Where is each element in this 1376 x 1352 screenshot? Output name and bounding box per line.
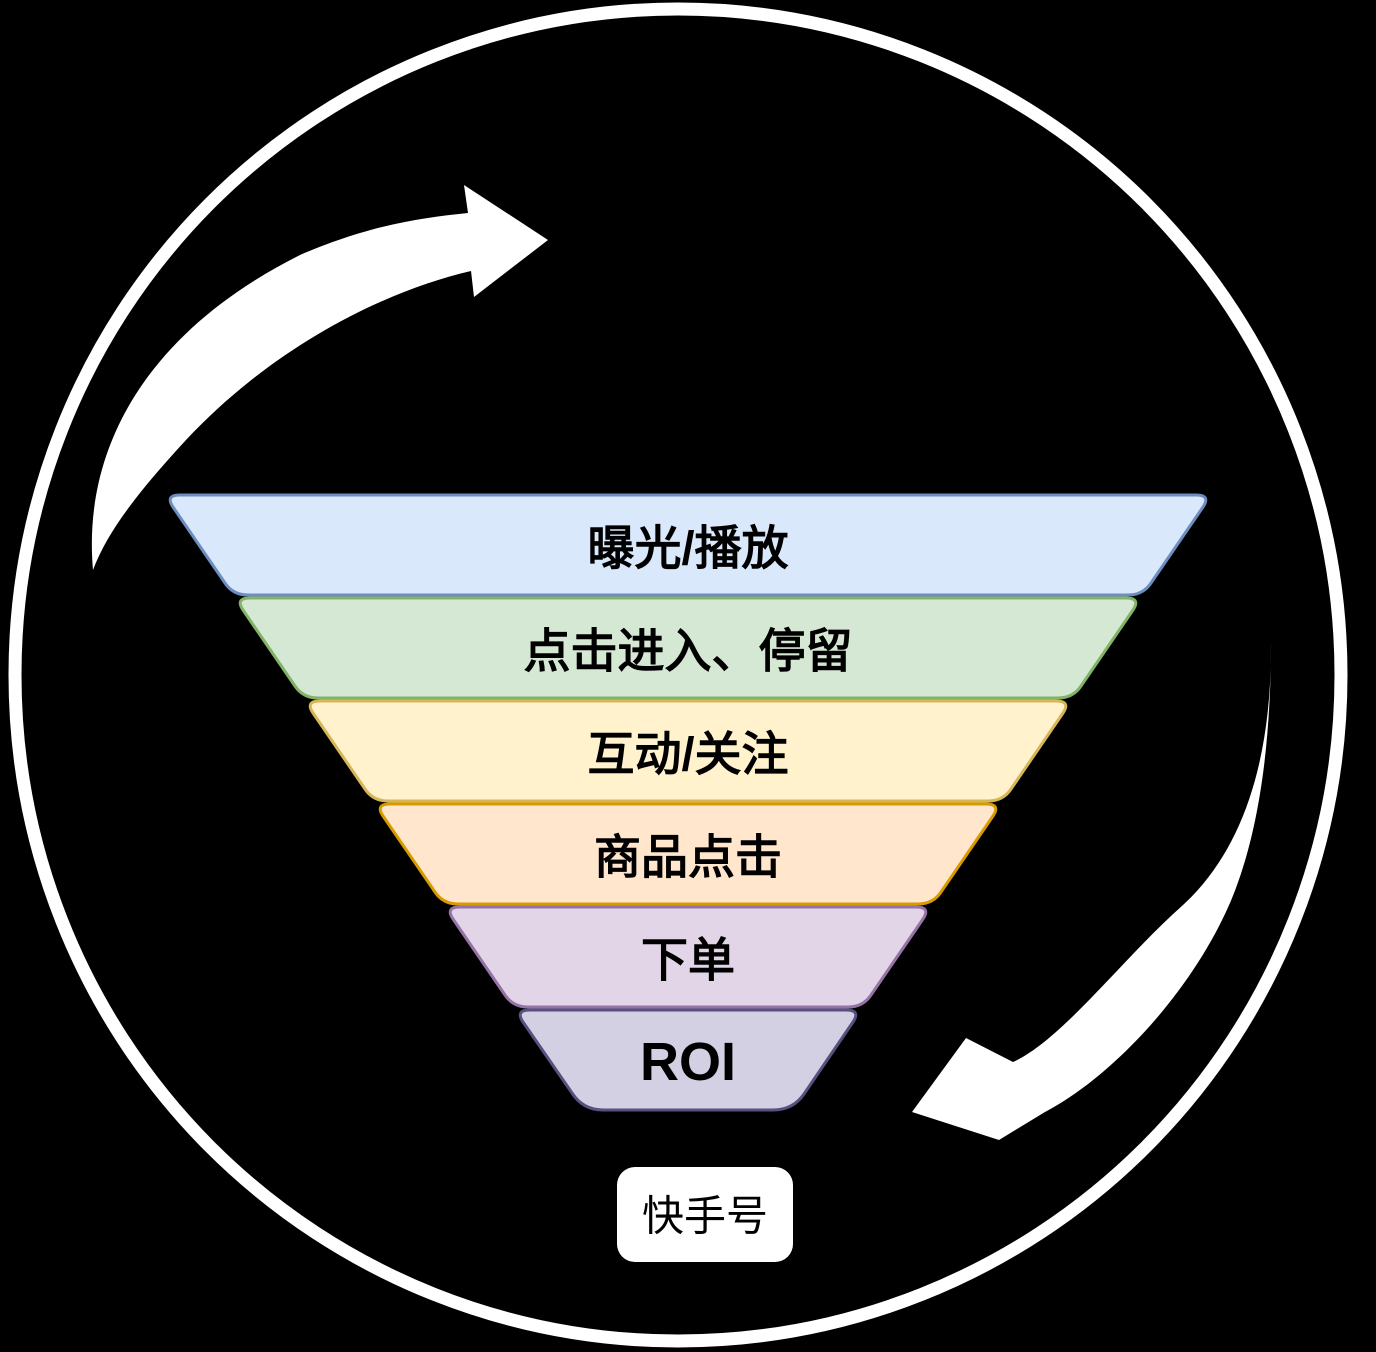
funnel-layer-label: 曝光/播放 bbox=[587, 522, 788, 575]
funnel-layer-label: 点击进入、停留 bbox=[524, 625, 853, 678]
funnel-layer-shape bbox=[518, 1008, 858, 1112]
cycle-arrow-up-icon bbox=[91, 185, 548, 570]
funnel-layer-shape bbox=[168, 493, 1208, 597]
cycle-circle-outline bbox=[8, 2, 1348, 1348]
funnel-layer-label: ROI bbox=[640, 1032, 736, 1092]
funnel-layer-exposure: 曝光/播放 bbox=[168, 493, 1208, 597]
funnel-layer-label: 互动/关注 bbox=[587, 728, 788, 781]
funnel-layer-product-click: 商品点击 bbox=[378, 802, 998, 906]
funnel-layer-click-enter: 点击进入、停留 bbox=[238, 596, 1138, 700]
funnel-layer-label: 下单 bbox=[641, 934, 735, 987]
funnel-layer-order: 下单 bbox=[448, 905, 928, 1009]
funnel-layer-shape bbox=[308, 699, 1068, 803]
account-box-label: 快手号 bbox=[642, 1193, 768, 1240]
funnel-layer-shape bbox=[448, 905, 928, 1009]
funnel-layer-shape bbox=[378, 802, 998, 906]
account-box-shape bbox=[617, 1167, 793, 1262]
funnel-layer-interact-follow: 互动/关注 bbox=[308, 699, 1068, 803]
account-box: 快手号 bbox=[617, 1167, 793, 1262]
cycle-arrow-down-icon bbox=[912, 642, 1272, 1140]
funnel-layer-roi: ROI bbox=[518, 1008, 858, 1112]
funnel-layer-shape bbox=[238, 596, 1138, 700]
funnel-layer-label: 商品点击 bbox=[594, 831, 782, 884]
